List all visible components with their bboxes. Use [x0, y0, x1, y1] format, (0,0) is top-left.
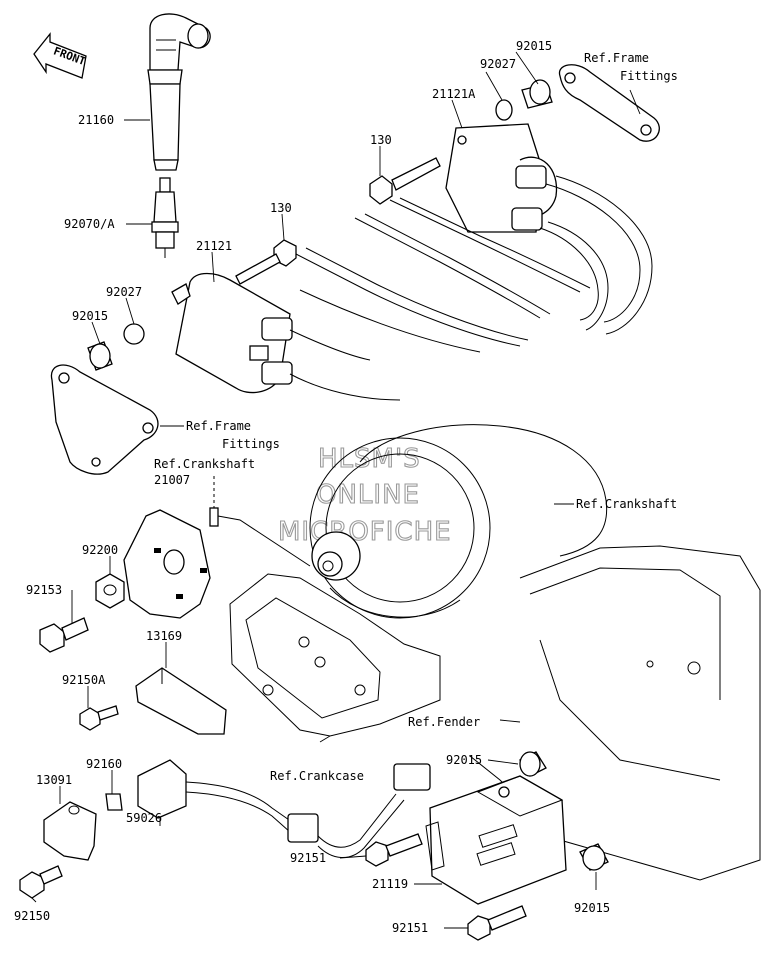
- label-92153[interactable]: 92153: [26, 583, 62, 597]
- bolt-92150a-icon[interactable]: [79, 705, 119, 731]
- bolt-130-top-icon[interactable]: [369, 157, 441, 205]
- bushing-top-icon[interactable]: [495, 79, 553, 121]
- label-21121[interactable]: 21121: [196, 239, 232, 253]
- label-92027-left[interactable]: 92027: [106, 285, 142, 299]
- damper-right-top-icon[interactable]: [519, 751, 547, 777]
- pad-92160-icon[interactable]: [105, 793, 123, 811]
- label-92015-top[interactable]: 92015: [516, 39, 552, 53]
- label-92015-right-top[interactable]: 92015: [446, 753, 482, 767]
- label-92027-top[interactable]: 92027: [480, 57, 516, 71]
- bushing-left-icon[interactable]: [87, 323, 145, 371]
- watermark-line2: ONLINE: [316, 480, 420, 510]
- label-59026[interactable]: 59026: [126, 811, 162, 825]
- ignition-wires-rear-icon: [295, 175, 653, 353]
- bracket-13091-icon[interactable]: [43, 801, 97, 861]
- bolt-92151-bot-icon[interactable]: [467, 905, 527, 941]
- watermark-line1: HLSM'S: [318, 444, 421, 474]
- label-130-top[interactable]: 130: [370, 133, 392, 147]
- ignition-coil-front-icon[interactable]: [171, 272, 401, 401]
- label-13169[interactable]: 13169: [146, 629, 182, 643]
- pickup-coil-icon[interactable]: [137, 759, 431, 858]
- plate-13169-icon[interactable]: [135, 667, 227, 735]
- crankcase-icon: [229, 573, 441, 737]
- label-92160[interactable]: 92160: [86, 757, 122, 771]
- label-ref-fender[interactable]: Ref.Fender: [408, 715, 480, 729]
- label-130-mid[interactable]: 130: [270, 201, 292, 215]
- bolt-92150-icon[interactable]: [19, 865, 63, 899]
- igniter-icon[interactable]: [425, 775, 567, 905]
- bolt-92153-icon[interactable]: [39, 617, 89, 653]
- frame-bracket-mid-icon[interactable]: [50, 364, 159, 475]
- label-ref-crankcase[interactable]: Ref.Crankcase: [270, 769, 364, 783]
- front-arrow-icon: FRONT: [33, 32, 88, 79]
- damper-right-bot-icon[interactable]: [579, 843, 609, 871]
- label-92200[interactable]: 92200: [82, 543, 118, 557]
- label-92151-bot[interactable]: 92151: [392, 921, 428, 935]
- bolt-130-mid-icon[interactable]: [235, 239, 297, 285]
- ignition-coil-rear-icon[interactable]: [445, 123, 558, 233]
- label-92015-left[interactable]: 92015: [72, 309, 108, 323]
- label-92015-right-bot[interactable]: 92015: [574, 901, 610, 915]
- label-ref-crankshaft-right[interactable]: Ref.Crankshaft: [576, 497, 677, 511]
- label-92150a[interactable]: 92150A: [62, 673, 106, 687]
- part-labels: 21160 92070/A 92027 92015 Ref.Frame Fitt…: [14, 39, 678, 935]
- label-ref-frame-fittings-mid-1[interactable]: Ref.Frame: [186, 419, 251, 433]
- label-13091[interactable]: 13091: [36, 773, 72, 787]
- nut-icon[interactable]: [95, 573, 125, 609]
- label-92150[interactable]: 92150: [14, 909, 50, 923]
- label-ref-frame-fittings-top-2[interactable]: Fittings: [620, 69, 678, 83]
- label-21119[interactable]: 21119: [372, 877, 408, 891]
- pin-icon: [209, 476, 311, 567]
- label-ref-frame-fittings-mid-2[interactable]: Fittings: [222, 437, 280, 451]
- label-ref-crankshaft-left[interactable]: Ref.Crankshaft: [154, 457, 255, 471]
- label-ref-frame-fittings-top-1[interactable]: Ref.Frame: [584, 51, 649, 65]
- watermark-line3: MICROFICHE: [278, 517, 452, 547]
- frame-bracket-top-icon[interactable]: [558, 64, 660, 142]
- timing-rotor-icon[interactable]: [123, 509, 211, 619]
- leader-lines: [31, 51, 641, 929]
- label-21121a[interactable]: 21121A: [432, 87, 476, 101]
- crankshaft-icon: [309, 424, 608, 619]
- watermark: HLSM'S ONLINE MICROFICHE: [277, 443, 452, 547]
- spark-plug-cap-icon[interactable]: [147, 13, 211, 171]
- bolt-92151-mid-icon[interactable]: [365, 833, 423, 867]
- label-21160[interactable]: 21160: [78, 113, 114, 127]
- label-92070a[interactable]: 92070/A: [64, 217, 115, 231]
- spark-plug-icon[interactable]: [151, 177, 179, 258]
- label-21007[interactable]: 21007: [154, 473, 190, 487]
- label-92151-mid[interactable]: 92151: [290, 851, 326, 865]
